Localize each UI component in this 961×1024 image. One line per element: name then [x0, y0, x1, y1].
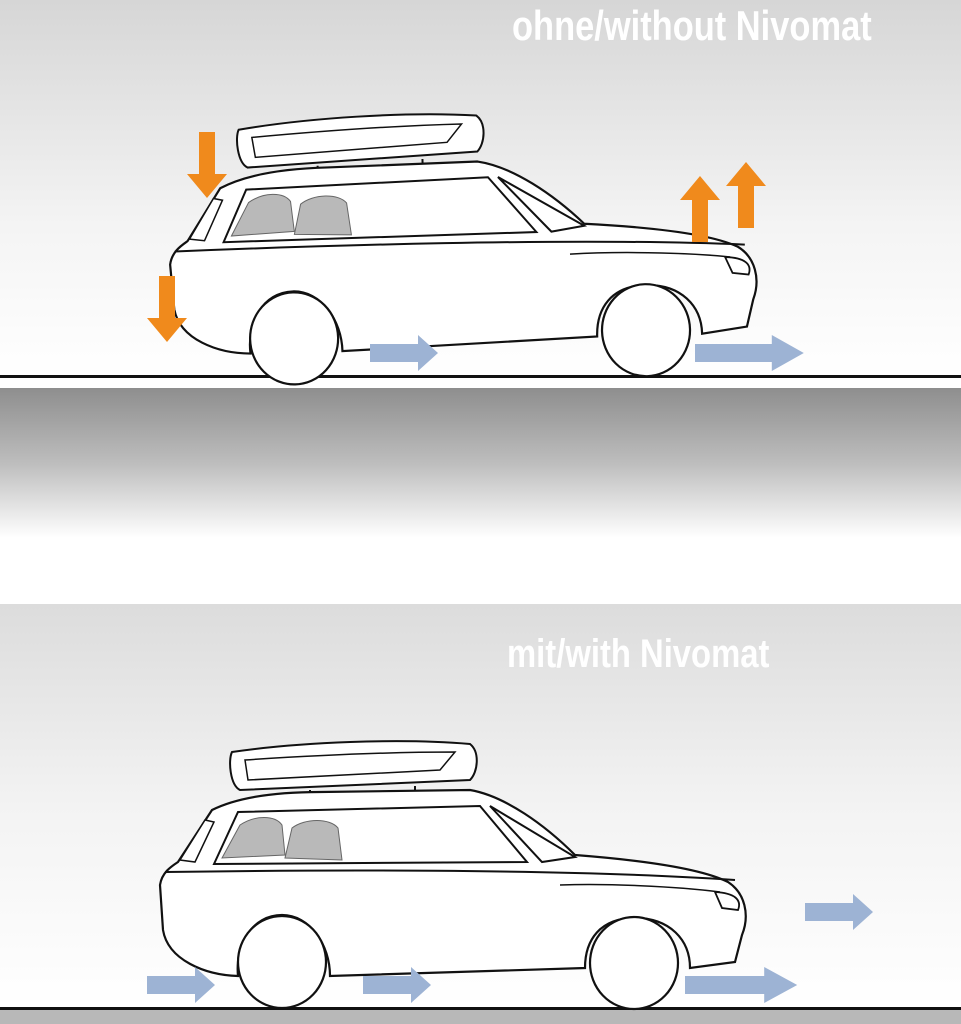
footer-strip	[0, 1010, 961, 1024]
up-arrow-icon	[726, 162, 766, 228]
ground-line-top	[0, 375, 961, 378]
car-without-nivomat	[165, 104, 761, 390]
without-nivomat-title: ohne/without Nivomat	[512, 2, 872, 49]
right-arrow-icon	[685, 967, 798, 1003]
right-arrow-icon	[147, 967, 215, 1003]
car-with-nivomat	[158, 740, 747, 1011]
ground-line-bottom	[0, 1007, 961, 1010]
right-arrow-icon	[695, 335, 804, 371]
right-arrow-icon	[805, 894, 873, 930]
up-arrow-icon	[680, 176, 720, 242]
gradient-divider	[0, 388, 961, 538]
with-nivomat-title: mit/with Nivomat	[507, 632, 770, 676]
